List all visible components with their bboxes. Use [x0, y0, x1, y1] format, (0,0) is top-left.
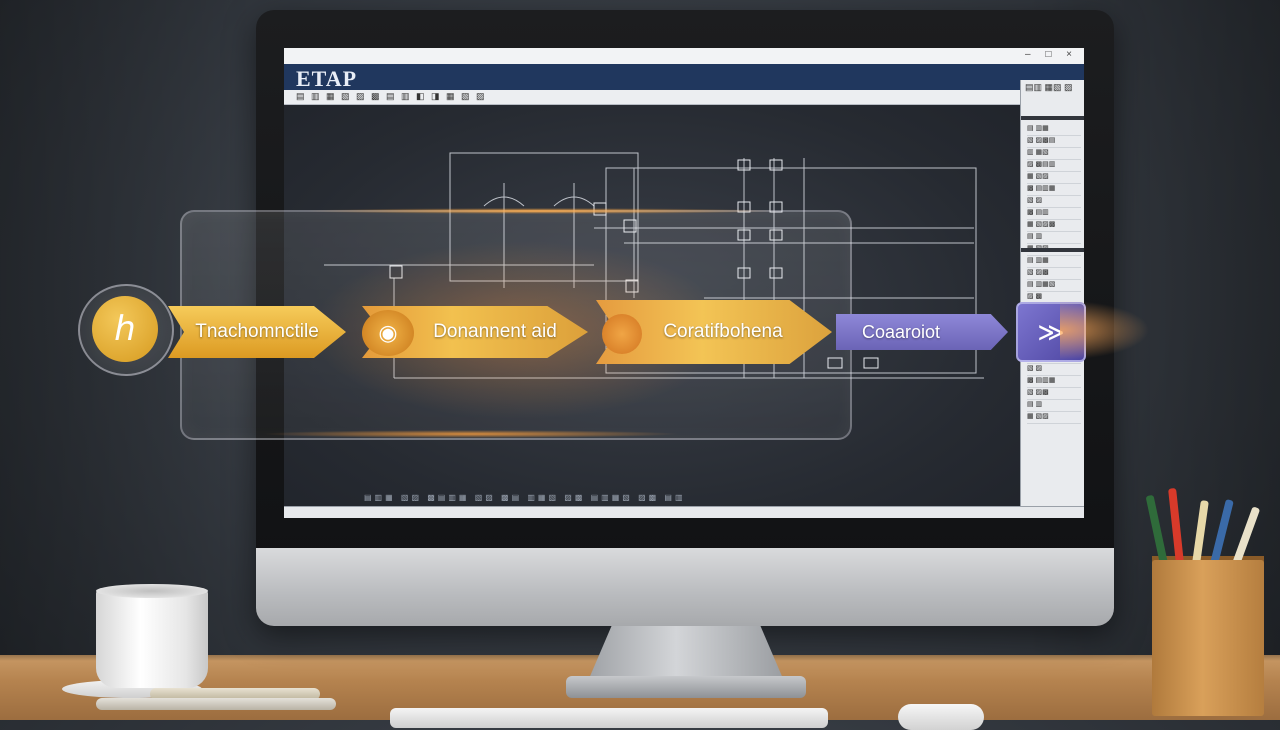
list-item[interactable]: ▧ ▨▩▤ — [1027, 136, 1081, 148]
window-controls[interactable]: – □ × — [1025, 49, 1078, 60]
pencil — [150, 688, 320, 700]
pen-holder — [1152, 560, 1264, 716]
list-item[interactable]: ▦ ▧▨ — [1027, 172, 1081, 184]
list-item[interactable]: ▧ ▨ — [1027, 364, 1081, 376]
status-text: ▤▥▦ ▧▨ ▩▤▥▦ ▧▨ ▩▤ ▥▦▧ ▨▩ ▤▥▦▧ ▨▩ ▤▥ — [364, 493, 686, 502]
monitor-stand — [588, 626, 784, 681]
monitor-screen: – □ × ETAP ▤ ▥ ▦ ▧ ▨ ▩ ▤ ▥ ◧ ◨ ▦ ▧ ▨ — [284, 48, 1084, 518]
list-item[interactable]: ▩ ▤▥▦ — [1027, 184, 1081, 196]
target-icon: ◉ — [362, 310, 414, 356]
list-item[interactable]: ▨ ▩▤▥ — [1027, 160, 1081, 172]
workflow-step-4: Coaaroiot — [836, 314, 1008, 350]
app-header: ETAP — [284, 64, 1084, 91]
glow-effect — [260, 430, 680, 438]
monitor-chin — [256, 548, 1114, 626]
mouse — [898, 704, 984, 730]
one-line-diagram — [324, 152, 984, 379]
list-item[interactable]: ▤ ▥▦ — [1027, 124, 1081, 136]
keyboard — [390, 708, 828, 728]
glow-effect — [300, 208, 780, 214]
list-item[interactable]: ▦ ▧▨ — [1027, 412, 1081, 424]
toolbar: ▤ ▥ ▦ ▧ ▨ ▩ ▤ ▥ ◧ ◨ ▦ ▧ ▨ — [284, 90, 1020, 105]
monitor-stand-base — [566, 676, 806, 698]
chair-icon: ℎ — [92, 296, 158, 362]
toolbar-icons[interactable]: ▤ ▥ ▦ ▧ ▨ ▩ ▤ ▥ ◧ ◨ ▦ ▧ ▨ — [296, 91, 487, 101]
status-bar: ▤▥▦ ▧▨ ▩▤▥▦ ▧▨ ▩▤ ▥▦▧ ▨▩ ▤▥▦▧ ▨▩ ▤▥ — [284, 493, 1084, 518]
workflow-step-4-label: Coaaroiot — [862, 321, 941, 342]
properties-panel: ▤▥ ▦▧ ▨ ▤ ▥▦ ▧ ▨▩▤ ▥ ▦▧ ▨ ▩▤▥ ▦ ▧▨ ▩ ▤▥▦… — [1020, 80, 1084, 506]
list-item[interactable]: ▦ ▧▨▩ — [1027, 220, 1081, 232]
coffee-mug — [96, 588, 208, 688]
panel-divider — [1021, 248, 1084, 252]
workflow-node-icon — [602, 314, 642, 354]
list-item[interactable]: ▤ ▥▦ — [1027, 256, 1081, 268]
list-item[interactable]: ▧ ▨▩ — [1027, 268, 1081, 280]
panel-list-top: ▤ ▥▦ ▧ ▨▩▤ ▥ ▦▧ ▨ ▩▤▥ ▦ ▧▨ ▩ ▤▥▦ ▧ ▨ ▩ ▤… — [1027, 124, 1081, 256]
workflow-step-2-label: Donannent aid — [433, 321, 557, 342]
list-item[interactable]: ▩ ▤▥▦ — [1027, 376, 1081, 388]
list-item[interactable]: ▥ ▦▧ — [1027, 148, 1081, 160]
workflow-start-icon: ℎ — [78, 284, 174, 376]
glow-effect — [1060, 300, 1150, 360]
panel-header: ▤▥ ▦▧ ▨ — [1025, 82, 1073, 92]
workflow-step-1: Tnachomnctile — [168, 306, 346, 358]
workflow-step-1-label: Tnachomnctile — [195, 321, 319, 342]
ruler — [96, 698, 336, 710]
list-item[interactable]: ▩ ▤▥ — [1027, 208, 1081, 220]
list-item[interactable]: ▤ ▥ — [1027, 400, 1081, 412]
workflow-step-3-label: Coratifbohena — [663, 321, 783, 342]
list-item[interactable]: ▤ ▥▦▧ — [1027, 280, 1081, 292]
panel-divider — [1021, 116, 1084, 120]
mug-rim — [96, 584, 208, 598]
app-title: ETAP — [296, 66, 358, 91]
list-item[interactable]: ▤ ▥ — [1027, 232, 1081, 244]
list-item[interactable]: ▧ ▨ — [1027, 196, 1081, 208]
list-item[interactable]: ▧ ▨▩ — [1027, 388, 1081, 400]
